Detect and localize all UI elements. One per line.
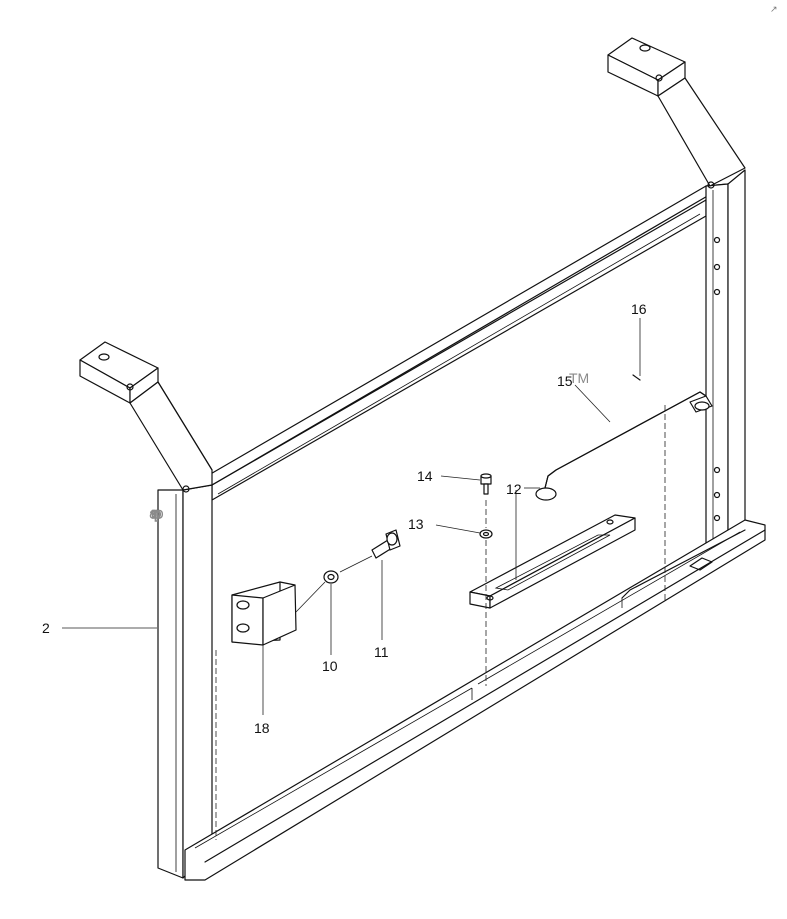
callout-14: 14 — [417, 468, 433, 484]
callout-18: 18 — [254, 720, 270, 736]
frame-top-tube — [182, 183, 729, 507]
frame-left-post — [79, 341, 213, 879]
callout-13: 13 — [408, 516, 424, 532]
corner-mark: ↗ — [770, 4, 778, 14]
part-16-pin — [632, 374, 641, 381]
assembly-lines — [215, 405, 666, 840]
watermark-trademark: TM — [569, 370, 589, 386]
part-11-bolt — [371, 529, 401, 559]
part-13-washer — [479, 529, 493, 539]
frame-bottom-channel — [184, 519, 766, 881]
part-15-rod — [535, 391, 713, 501]
callout-11: 11 — [374, 644, 389, 660]
callout-15: 15 — [557, 373, 573, 389]
callout-12: 12 — [506, 481, 522, 497]
mounting-plate — [469, 514, 636, 609]
part-18-bracket — [231, 581, 297, 646]
part-14-bolt — [480, 473, 492, 495]
callout-10: 10 — [322, 658, 338, 674]
frame-right-post — [607, 37, 746, 567]
leader-lines — [62, 318, 641, 715]
callout-16: 16 — [631, 301, 647, 317]
callout-labels: 2 10 11 12 13 14 15 16 18 — [42, 301, 647, 736]
part-10-washer — [323, 570, 339, 584]
callout-2: 2 — [42, 620, 50, 636]
